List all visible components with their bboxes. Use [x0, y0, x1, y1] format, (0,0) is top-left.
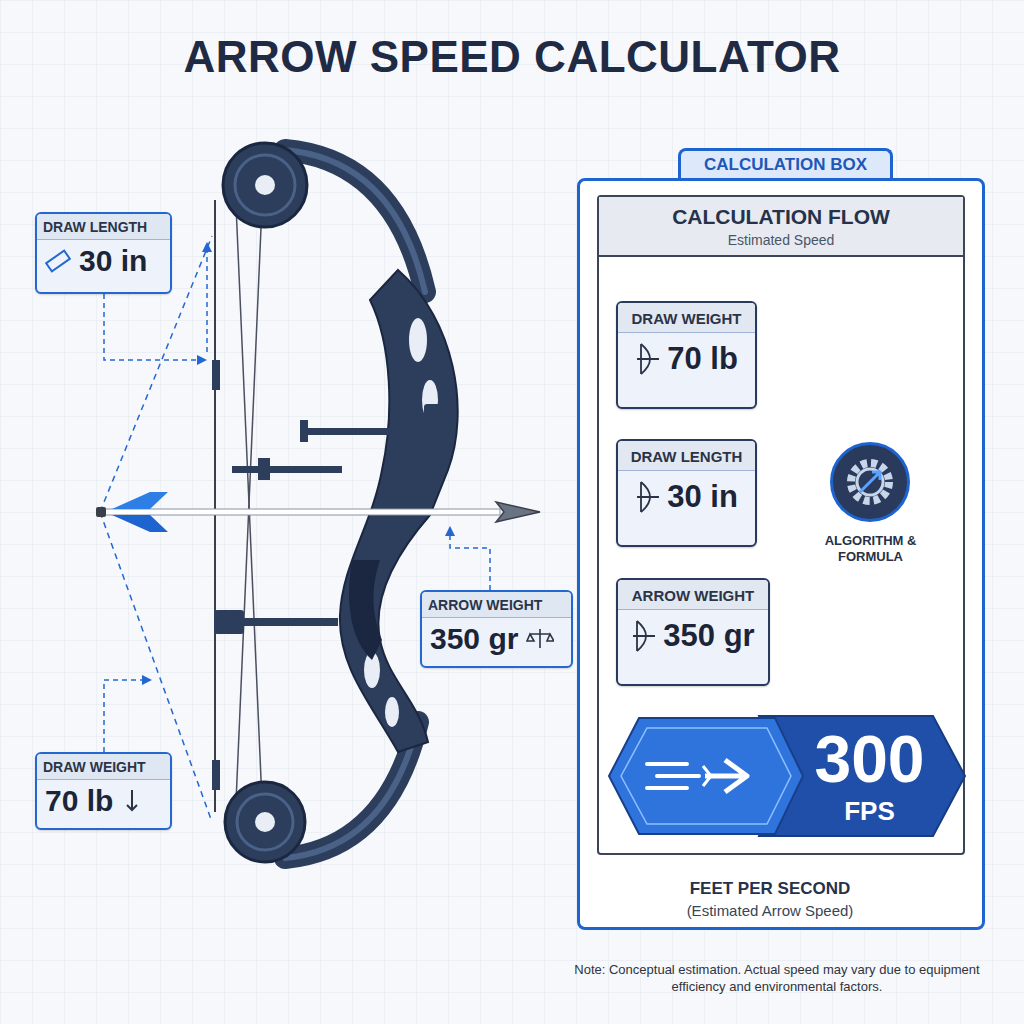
- bow-illustration-part: [258, 458, 270, 480]
- bow-illustration-part: [223, 143, 307, 227]
- value-icon: [631, 619, 657, 653]
- diagram-title: ARROW SPEED CALCULATOR: [0, 32, 1024, 82]
- bow-illustration-part: [212, 760, 220, 790]
- speed-unit: FPS: [844, 796, 895, 827]
- value-row: 30 in: [37, 240, 170, 282]
- flow-subheading: Estimated Speed: [609, 232, 953, 248]
- bow-illustration-part: [236, 205, 262, 802]
- box-heading: ARROW WEIGHT: [422, 592, 571, 618]
- result-banner-part: [621, 728, 791, 824]
- bow-illustration-part: [300, 420, 308, 442]
- value-icon: [635, 480, 661, 514]
- speed-value: 300: [814, 726, 924, 792]
- result-caption: (Estimated Arrow Speed): [620, 901, 920, 921]
- bow-illustration-part: [112, 492, 168, 509]
- value-icon: [526, 626, 554, 652]
- value-icon-part: [633, 621, 655, 651]
- flow-heading: CALCULATION FLOW: [609, 205, 953, 229]
- result-banner-part: [609, 718, 803, 834]
- field-box: DRAW WEIGHT 70 lb: [616, 301, 757, 409]
- value-icon-part: [46, 251, 70, 272]
- value-row: 30 in: [618, 471, 755, 523]
- bow-illustration-part: [206, 244, 208, 352]
- result-banner-part: [703, 766, 711, 786]
- value-row: 70 lb: [37, 780, 170, 822]
- result-caption: FEET PER SECOND: [620, 878, 920, 900]
- bow-illustration-part: [300, 428, 430, 435]
- panel-tab-heading: CALCULATION BOX: [678, 148, 893, 178]
- value-text: 30 in: [667, 479, 738, 515]
- bow-illustration-part: [100, 509, 500, 515]
- box-heading: ARROW WEIGHT: [618, 580, 768, 610]
- result-banner-part: [647, 764, 699, 788]
- footnote: Note: Conceptual estimation. Actual spee…: [572, 962, 982, 996]
- bow-illustration-part: [96, 507, 106, 517]
- bow-illustration-part: [104, 680, 150, 752]
- value-row: 350 gr: [618, 610, 768, 662]
- value-icon-part: [637, 344, 659, 374]
- bow-illustration-part: [228, 618, 338, 626]
- gear-icon-part: [857, 469, 883, 495]
- panel-box: CALCULATION BOXCALCULATION FLOWEstimated…: [577, 178, 985, 930]
- bow-illustration-part: [255, 812, 275, 832]
- value-row: 350 gr: [422, 618, 571, 660]
- box-heading: DRAW WEIGHT: [618, 303, 755, 333]
- inner-box: CALCULATION FLOW Estimated SpeedDRAW WEIG…: [597, 195, 965, 855]
- value-row: 70 lb: [618, 333, 755, 385]
- bow-illustration-part: [112, 515, 168, 532]
- bow-illustration-part: [232, 466, 342, 473]
- bow-illustration-part: [214, 200, 216, 812]
- flow-header: CALCULATION FLOW Estimated Speed: [599, 197, 963, 257]
- callout-box: ARROW WEIGHT 350 gr: [420, 590, 573, 668]
- value-icon-part: [527, 629, 554, 648]
- bow-illustration-part: [349, 560, 382, 660]
- bow-illustration-part: [385, 697, 399, 727]
- field-box: DRAW LENGTH 30 in: [616, 439, 757, 547]
- field-box: ARROW WEIGHT 350 gr: [616, 578, 770, 686]
- bow-illustration-part: [225, 782, 305, 862]
- bow-illustration-part: [237, 794, 293, 850]
- bow-illustration-part: [409, 318, 427, 362]
- value-icon: [121, 788, 143, 814]
- gear-box: ALGORITHM & FORMULA: [830, 442, 910, 522]
- callout-box: DRAW LENGTH 30 in: [35, 212, 172, 294]
- value-text: 350 gr: [663, 618, 754, 654]
- bow-illustration-part: [214, 610, 244, 634]
- gear-icon: [833, 445, 907, 519]
- value-text: 70 lb: [45, 784, 113, 818]
- bow-illustration-part: [424, 404, 448, 442]
- bow-illustration-part: [235, 155, 295, 215]
- gear-label: ALGORITHM & FORMULA: [798, 533, 943, 566]
- value-text: 350 gr: [430, 622, 518, 656]
- gear-icon-part: [860, 472, 880, 492]
- bow-illustration-part: [450, 528, 490, 590]
- callout-box: DRAW WEIGHT 70 lb: [35, 752, 172, 830]
- value-icon: [45, 248, 71, 274]
- result-box: 300FPS: [607, 714, 967, 838]
- bow-illustration-part: [104, 294, 205, 360]
- box-heading: DRAW WEIGHT: [37, 754, 170, 780]
- bow-illustration-part: [496, 502, 540, 522]
- bow-illustration-part: [236, 205, 262, 802]
- box-heading: DRAW LENGTH: [618, 441, 755, 471]
- gear-icon-part: [851, 463, 889, 501]
- value-icon-part: [127, 790, 137, 810]
- value-icon: [635, 342, 661, 376]
- box-heading: DRAW LENGTH: [37, 214, 170, 240]
- bow-illustration-part: [100, 236, 212, 822]
- value-text: 70 lb: [667, 341, 738, 377]
- bow-illustration-part: [212, 360, 220, 390]
- result-text: 300FPS: [787, 714, 952, 838]
- value-text: 30 in: [79, 244, 147, 278]
- value-icon-part: [637, 482, 659, 512]
- bow-illustration-part: [255, 175, 275, 195]
